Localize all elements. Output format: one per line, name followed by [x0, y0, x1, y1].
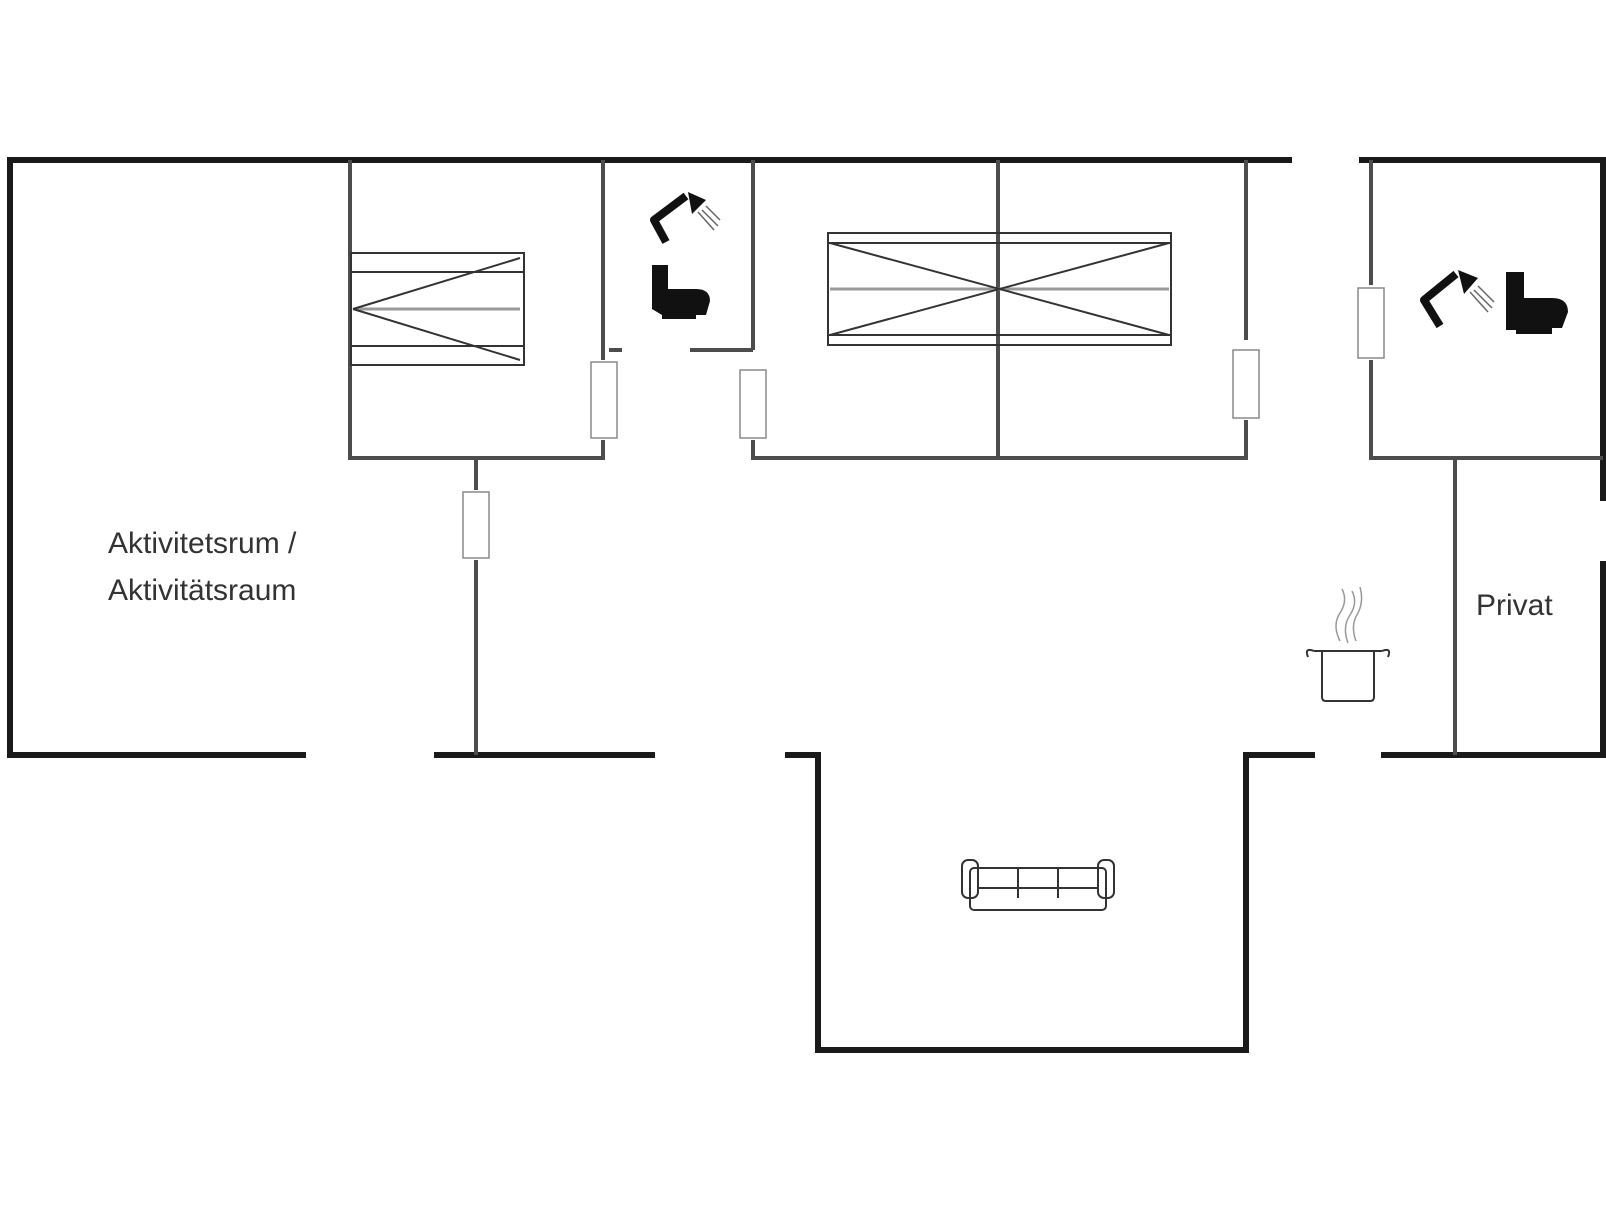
toilet-icon-2: [1506, 272, 1568, 334]
door-activity-room[interactable]: [462, 491, 490, 559]
private-room-label: Privat: [1476, 589, 1553, 622]
door-markers: [462, 287, 1385, 559]
shower-icon-2: [1420, 270, 1495, 329]
sofa-icon: [961, 859, 1115, 911]
door-bathroom-2[interactable]: [1357, 287, 1385, 359]
room-labels: Aktivitetsrum / Aktivitätsraum Privat: [108, 527, 1553, 622]
shower-icon: [650, 192, 721, 244]
kitchen-pot-icon: [1305, 586, 1391, 702]
interior-walls: [348, 160, 1603, 755]
door-bedroom-2[interactable]: [739, 369, 767, 439]
double-bed-icon: [827, 232, 1172, 346]
door-hall[interactable]: [1232, 349, 1260, 419]
activity-room-label-de: Aktivitätsraum: [108, 574, 296, 607]
bed-icon: [350, 252, 525, 366]
activity-room-label: Aktivitetsrum /: [108, 527, 297, 560]
toilet-icon: [652, 265, 710, 319]
door-bedroom-1[interactable]: [590, 361, 618, 439]
